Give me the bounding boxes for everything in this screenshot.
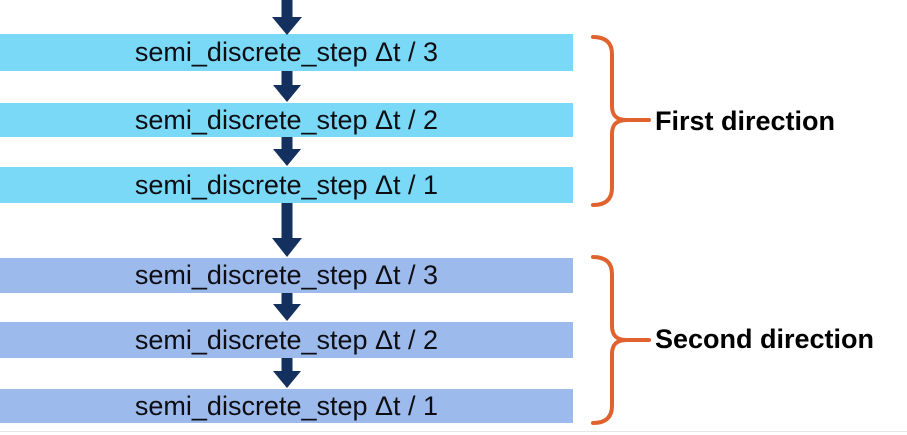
down-arrow-first-1 [273, 71, 301, 102]
down-arrow-second-2 [273, 358, 301, 388]
step-box-first-dt1: semi_discrete_step Δt / 1 [0, 167, 573, 203]
slide-bottom-edge [0, 431, 907, 432]
group-label-second-direction: Second direction [655, 324, 875, 354]
step-box-second-dt1: semi_discrete_step Δt / 1 [0, 389, 573, 423]
down-arrow-second-1 [273, 293, 301, 321]
right-brace-second-direction [591, 255, 651, 425]
down-arrow-first-2 [273, 137, 301, 166]
step-box-first-dt3: semi_discrete_step Δt / 3 [0, 34, 573, 71]
down-arrow-top [272, 0, 302, 35]
step-box-first-dt2: semi_discrete_step Δt / 2 [0, 103, 573, 137]
down-arrow-between-groups [272, 203, 302, 257]
step-box-second-dt2: semi_discrete_step Δt / 2 [0, 322, 573, 358]
group-label-first-direction: First direction [655, 106, 836, 136]
step-box-second-dt3: semi_discrete_step Δt / 3 [0, 258, 573, 293]
right-brace-first-direction [591, 35, 651, 207]
